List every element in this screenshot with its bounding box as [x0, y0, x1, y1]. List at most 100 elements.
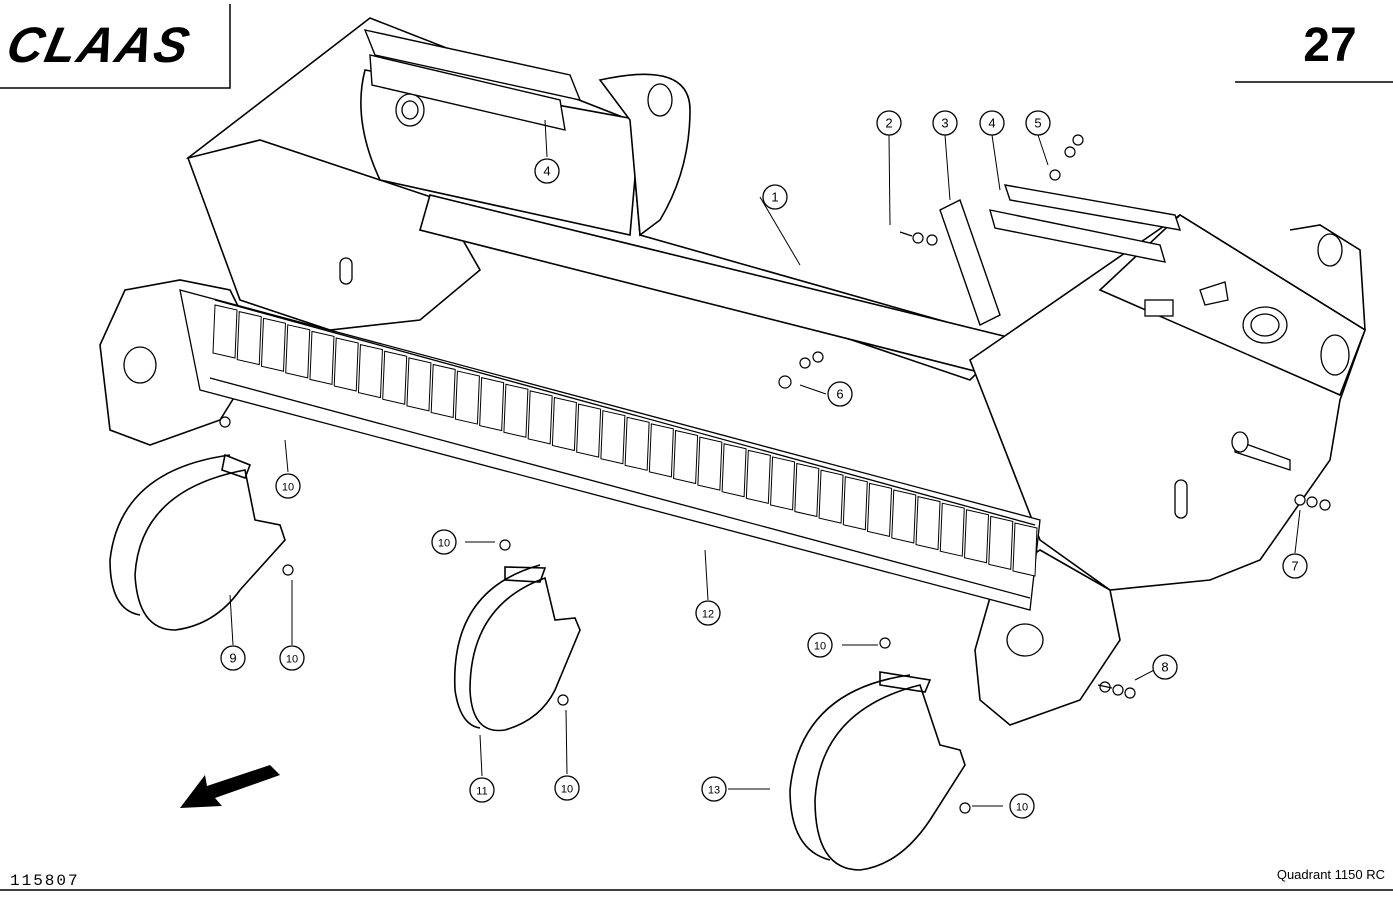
callout-label: 11 [476, 786, 487, 798]
callout-label: 10 [561, 784, 573, 796]
knife-blade [939, 502, 965, 557]
callout-8: 8 [1152, 654, 1178, 680]
knife-blade [963, 509, 990, 564]
knife-blade [309, 330, 335, 386]
callout-10: 10 [431, 529, 457, 555]
fasteners [219, 134, 1331, 814]
brand-logo: CLAAS [2, 17, 228, 73]
knife-blade [430, 363, 456, 419]
scrapers [109, 453, 966, 871]
knife-blade [527, 390, 553, 445]
knife-blade [600, 410, 626, 465]
knife-blade [260, 317, 287, 372]
callout-7: 7 [1282, 553, 1308, 579]
knife-blade [454, 370, 480, 425]
callout-label: 10 [286, 654, 298, 666]
callout-circle [275, 473, 301, 499]
callout-10: 10 [807, 632, 833, 658]
knife-blade [721, 443, 747, 498]
left-drum-details [123, 83, 1044, 657]
callout-circle [554, 775, 580, 801]
callout-2: 2 [876, 110, 902, 136]
callout-label: 10 [1016, 802, 1028, 814]
knife-blade [867, 482, 893, 537]
document-number: 115807 [10, 872, 80, 890]
knife-blade [624, 416, 650, 471]
callout-label: 6 [836, 387, 843, 402]
knife-blade [1012, 522, 1038, 577]
callout-circle [1025, 110, 1051, 136]
callout-1: 1 [762, 184, 788, 210]
callout-circle [534, 158, 560, 184]
strap-plate [939, 199, 1001, 326]
knife-blade [891, 489, 917, 544]
callout-10: 10 [554, 775, 580, 801]
callout-label: 2 [885, 116, 892, 131]
knife-blade [576, 403, 602, 458]
callout-3: 3 [932, 110, 958, 136]
callout-circle [469, 777, 495, 803]
callout-10: 10 [279, 645, 305, 671]
callout-5: 5 [1025, 110, 1051, 136]
right-casing-details [1144, 233, 1350, 519]
model-label: Quadrant 1150 RC [1276, 867, 1385, 882]
knife-blade [770, 456, 796, 511]
knife-blade [697, 436, 723, 491]
callout-label: 13 [708, 785, 720, 797]
knife-blade [794, 462, 820, 518]
knife-blade [842, 476, 868, 531]
callout-label: 5 [1034, 116, 1041, 131]
knife-blade [479, 377, 505, 432]
brand-name: CLAAS [2, 17, 197, 73]
callout-circle [876, 110, 902, 136]
callout-circle [431, 529, 457, 555]
callout-label: 10 [282, 482, 294, 494]
rotor-frame [99, 17, 1366, 726]
callout-circle [762, 184, 788, 210]
callout-circle [1282, 553, 1308, 579]
leader-lines [229, 119, 1301, 807]
knife-blade [503, 383, 529, 438]
callout-circle [932, 110, 958, 136]
knife-row [212, 304, 1038, 577]
callout-11: 11 [469, 777, 495, 803]
direction-arrow-icon [180, 765, 280, 808]
knife-blade [745, 449, 771, 504]
knife-blade [382, 350, 408, 405]
knife-blade [406, 357, 432, 412]
callout-label: 4 [988, 116, 995, 131]
knife-blade [673, 429, 699, 485]
knife-blade [236, 310, 262, 366]
callout-label: 7 [1291, 559, 1298, 574]
callout-circle [695, 600, 721, 626]
callout-circle [1152, 654, 1178, 680]
callout-label: 8 [1161, 660, 1168, 675]
guide-rails [363, 29, 1182, 263]
callout-circle [701, 776, 727, 802]
callout-circle [279, 645, 305, 671]
callout-circle [827, 381, 853, 407]
callout-circle [807, 632, 833, 658]
callout-6: 6 [827, 381, 853, 407]
callout-13: 13 [701, 776, 727, 802]
callout-10: 10 [275, 473, 301, 499]
knife-blade [648, 423, 674, 478]
page-number: 27 [1303, 19, 1357, 72]
knife-blade [988, 515, 1014, 571]
callout-circle [979, 110, 1005, 136]
callout-label: 3 [941, 116, 948, 131]
callout-circle [220, 645, 246, 671]
callout-9: 9 [220, 645, 246, 671]
knife-blade [333, 337, 359, 392]
knife-blade [551, 396, 577, 452]
callout-label: 10 [814, 641, 826, 653]
knife-blade [285, 324, 311, 379]
callout-label: 9 [229, 651, 236, 666]
callout-10: 10 [1009, 793, 1035, 819]
callout-12: 12 [695, 600, 721, 626]
callout-label: 1 [771, 190, 778, 205]
callout-label: 10 [438, 538, 450, 550]
